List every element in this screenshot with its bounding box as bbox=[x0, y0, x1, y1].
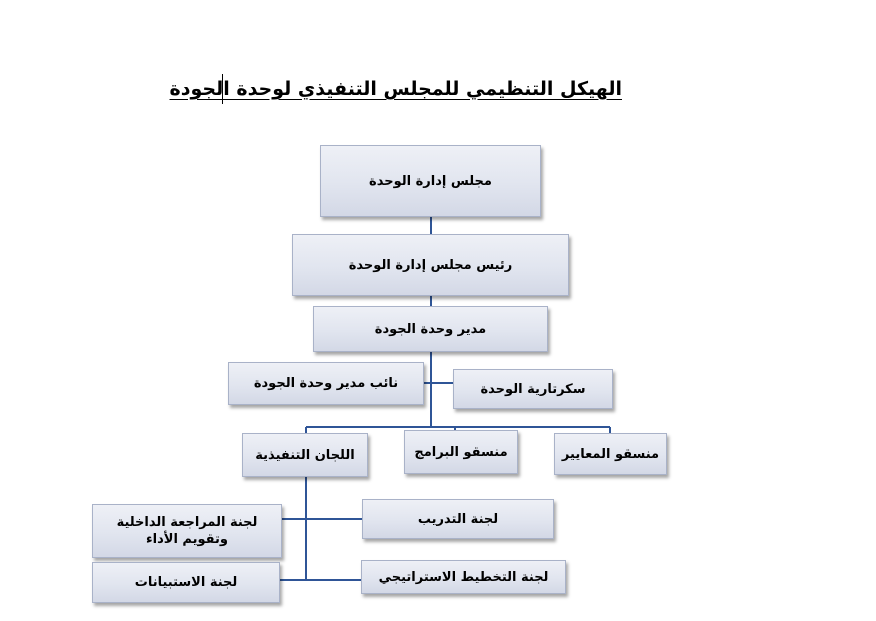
page-title: الهيكل التنظيمي للمجلس التنفيذي لوحدة ال… bbox=[170, 74, 622, 104]
chairman-box: رئيس مجلس إدارة الوحدة bbox=[292, 234, 569, 296]
executive-committees-box: اللجان التنفيذية bbox=[242, 433, 368, 477]
director-box: مدير وحدة الجودة bbox=[313, 306, 548, 352]
programs-coordinators-box: منسقو البرامج bbox=[404, 430, 518, 474]
standards-coordinators-box: منسقو المعايير bbox=[554, 433, 667, 475]
internal-review-committee-box: لجنة المراجعة الداخلية وتقويم الأداء bbox=[92, 504, 282, 558]
strategic-planning-committee-box: لجنة التخطيط الاستراتيجي bbox=[361, 560, 566, 594]
training-committee-box: لجنة التدريب bbox=[362, 499, 554, 539]
deputy-director-box: نائب مدير وحدة الجودة bbox=[228, 362, 424, 405]
secretary-box: سكرتارية الوحدة bbox=[453, 369, 613, 409]
surveys-committee-box: لجنة الاستبيانات bbox=[92, 562, 280, 603]
council-box: مجلس إدارة الوحدة bbox=[320, 145, 541, 217]
